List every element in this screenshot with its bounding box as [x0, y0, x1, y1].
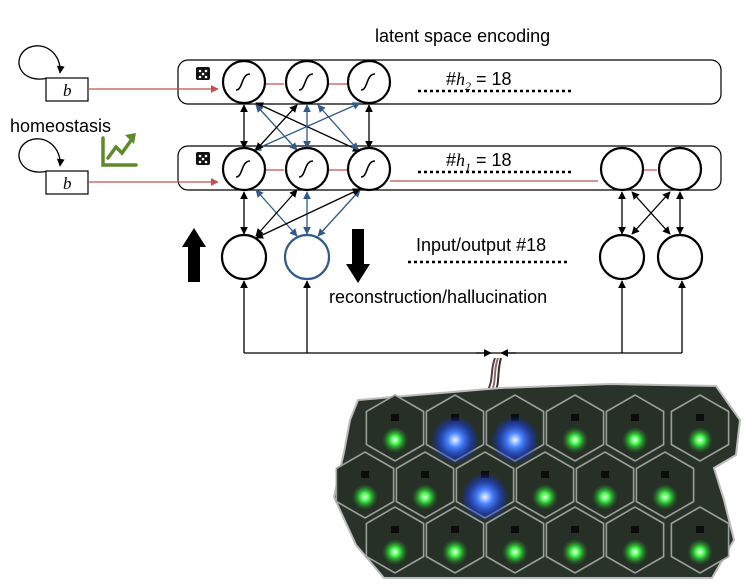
h2-layer-box — [177, 59, 722, 105]
up-arrow-icon — [182, 228, 206, 282]
led-green — [687, 427, 713, 453]
h2-hidden-unit — [221, 59, 267, 105]
sigmoid-icon — [235, 160, 251, 178]
dice-icon — [196, 67, 210, 80]
tile-sensor — [361, 471, 369, 478]
bias-label: b — [63, 174, 72, 193]
led-green — [622, 427, 648, 453]
led-blue — [431, 416, 479, 464]
bias-node-h2: b — [18, 45, 89, 102]
led-green — [382, 427, 408, 453]
reconstruction-label: reconstruction/hallucination — [329, 287, 547, 307]
tile-sensor — [391, 526, 399, 533]
tile-sensor — [696, 526, 704, 533]
tile-sensor — [421, 471, 429, 478]
sigmoid-icon — [298, 73, 314, 91]
h1-hidden-unit — [599, 146, 645, 192]
h2-hidden-unit — [284, 59, 330, 105]
h1-visible-connections — [240, 188, 684, 239]
h1-hidden-unit — [284, 146, 330, 192]
led-green — [382, 539, 408, 565]
bias-label: b — [63, 81, 72, 100]
led-green — [562, 427, 588, 453]
visible-unit — [283, 233, 331, 281]
led-green — [352, 484, 378, 510]
h2-size-label: #h2 = 18 — [446, 69, 512, 93]
tile-sensor — [391, 414, 399, 421]
tile-sensor — [451, 526, 459, 533]
led-green — [562, 539, 588, 565]
led-green — [687, 539, 713, 565]
led-green — [412, 484, 438, 510]
h1-hidden-unit — [657, 146, 703, 192]
trending-up-icon — [101, 133, 138, 167]
h1-layer-box — [177, 145, 722, 191]
led-green — [652, 484, 678, 510]
h1-hidden-unit — [221, 146, 267, 192]
tile-sensor — [631, 414, 639, 421]
homeostasis-label: homeostasis — [10, 116, 111, 136]
visible-unit — [656, 233, 704, 281]
tile-sensor — [661, 471, 669, 478]
visible-unit — [220, 233, 268, 281]
tile-sensor — [601, 471, 609, 478]
led-blue — [461, 473, 509, 521]
led-green — [622, 539, 648, 565]
tile-sensor — [631, 526, 639, 533]
h2-hidden-unit — [346, 59, 392, 105]
tile-sensor — [571, 414, 579, 421]
h1-size-label: #h1 = 18 — [446, 150, 512, 174]
io-bus — [240, 280, 686, 357]
tile-sensor — [541, 471, 549, 478]
h1-h2-connections — [240, 102, 373, 152]
hexagonal-led-board — [332, 382, 742, 579]
sigmoid-icon — [235, 73, 251, 91]
led-blue — [491, 416, 539, 464]
led-green — [592, 484, 618, 510]
sigmoid-icon — [360, 160, 376, 178]
bias-node-h1: b — [18, 138, 89, 195]
h1-hidden-unit — [346, 146, 392, 192]
sigmoid-icon — [298, 160, 314, 178]
led-green — [532, 484, 558, 510]
dice-icon — [196, 152, 210, 165]
tile-sensor — [696, 414, 704, 421]
sigmoid-icon — [360, 73, 376, 91]
led-green — [502, 539, 528, 565]
tile-sensor — [571, 526, 579, 533]
down-arrow-icon — [346, 229, 370, 283]
io-label: Input/output #18 — [416, 235, 546, 255]
diagram-title: latent space encoding — [375, 26, 550, 46]
led-green — [442, 539, 468, 565]
visible-unit — [598, 233, 646, 281]
tile-sensor — [511, 526, 519, 533]
